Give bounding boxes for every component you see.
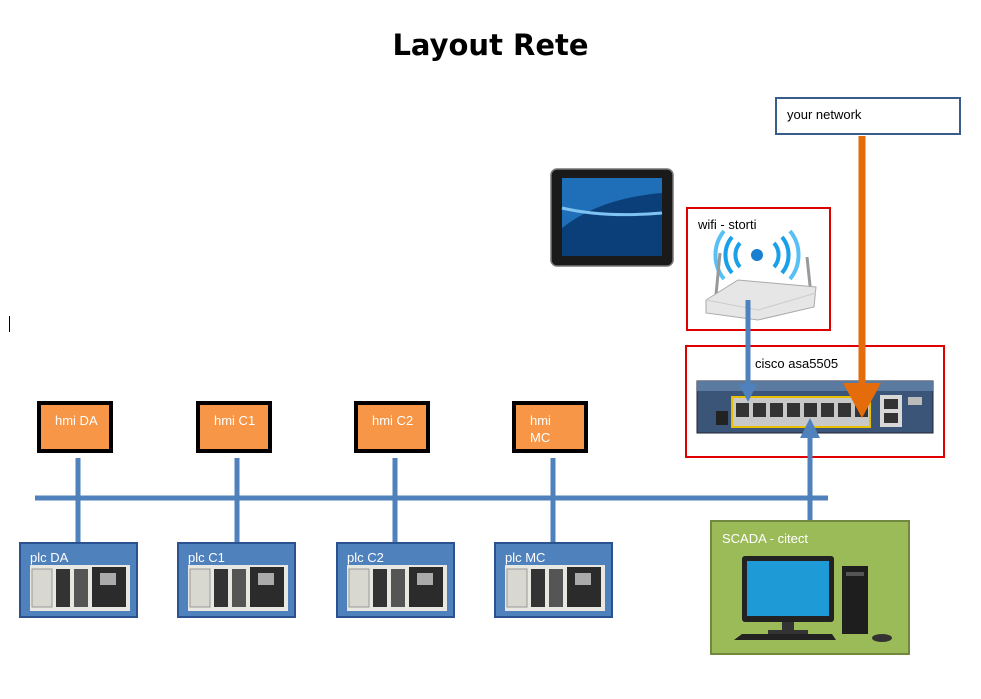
wifi-router-icon <box>705 229 817 321</box>
diagram-title: Layout Rete <box>392 28 589 62</box>
plc-c2: plc C2 <box>336 542 455 618</box>
hmi-mc-label-line2: MC <box>530 430 551 445</box>
plc-c1: plc C1 <box>177 542 296 618</box>
hmi-da: hmi DA <box>37 401 113 453</box>
hmi-mc-label-line1: hmi <box>530 413 551 428</box>
your-network-label: your network <box>787 107 862 122</box>
plc-da-label: plc DA <box>30 550 69 565</box>
wifi-box: wifi - storti <box>686 207 831 331</box>
plc-c2-label: plc C2 <box>347 550 384 565</box>
plc-c1-label: plc C1 <box>188 550 225 565</box>
plc-mc-icon <box>505 565 605 611</box>
hmi-c1-label: hmi C1 <box>214 413 256 428</box>
wifi-label: wifi - storti <box>698 217 757 232</box>
cisco-label: cisco asa5505 <box>755 356 839 371</box>
wifi-link-arrowhead <box>739 384 757 402</box>
text-cursor <box>9 316 10 332</box>
your-network-box: your network <box>775 97 961 135</box>
plc-mc: plc MC <box>494 542 613 618</box>
desktop-computer-icon <box>734 556 892 642</box>
plc-da: plc DA <box>19 542 138 618</box>
firewall-icon <box>696 380 934 434</box>
cisco-label-fragment: te <box>853 356 864 371</box>
scada-link-arrowhead <box>800 418 820 438</box>
plc-da-icon <box>30 565 130 611</box>
hmi-c2-label: hmi C2 <box>372 413 414 428</box>
tablet-icon <box>550 168 674 267</box>
hmi-mc: hmi MC <box>512 401 588 453</box>
plc-c1-icon <box>188 565 288 611</box>
plc-c2-icon <box>347 565 447 611</box>
scada-label: SCADA - citect <box>722 531 808 546</box>
scada-box: SCADA - citect <box>710 520 910 655</box>
internet-uplink-arrowhead <box>843 383 881 418</box>
hmi-da-label: hmi DA <box>55 413 98 428</box>
hmi-c1: hmi C1 <box>196 401 272 453</box>
cisco-box: cisco asa5505 te <box>685 345 945 458</box>
hmi-c2: hmi C2 <box>354 401 430 453</box>
plc-mc-label: plc MC <box>505 550 546 565</box>
